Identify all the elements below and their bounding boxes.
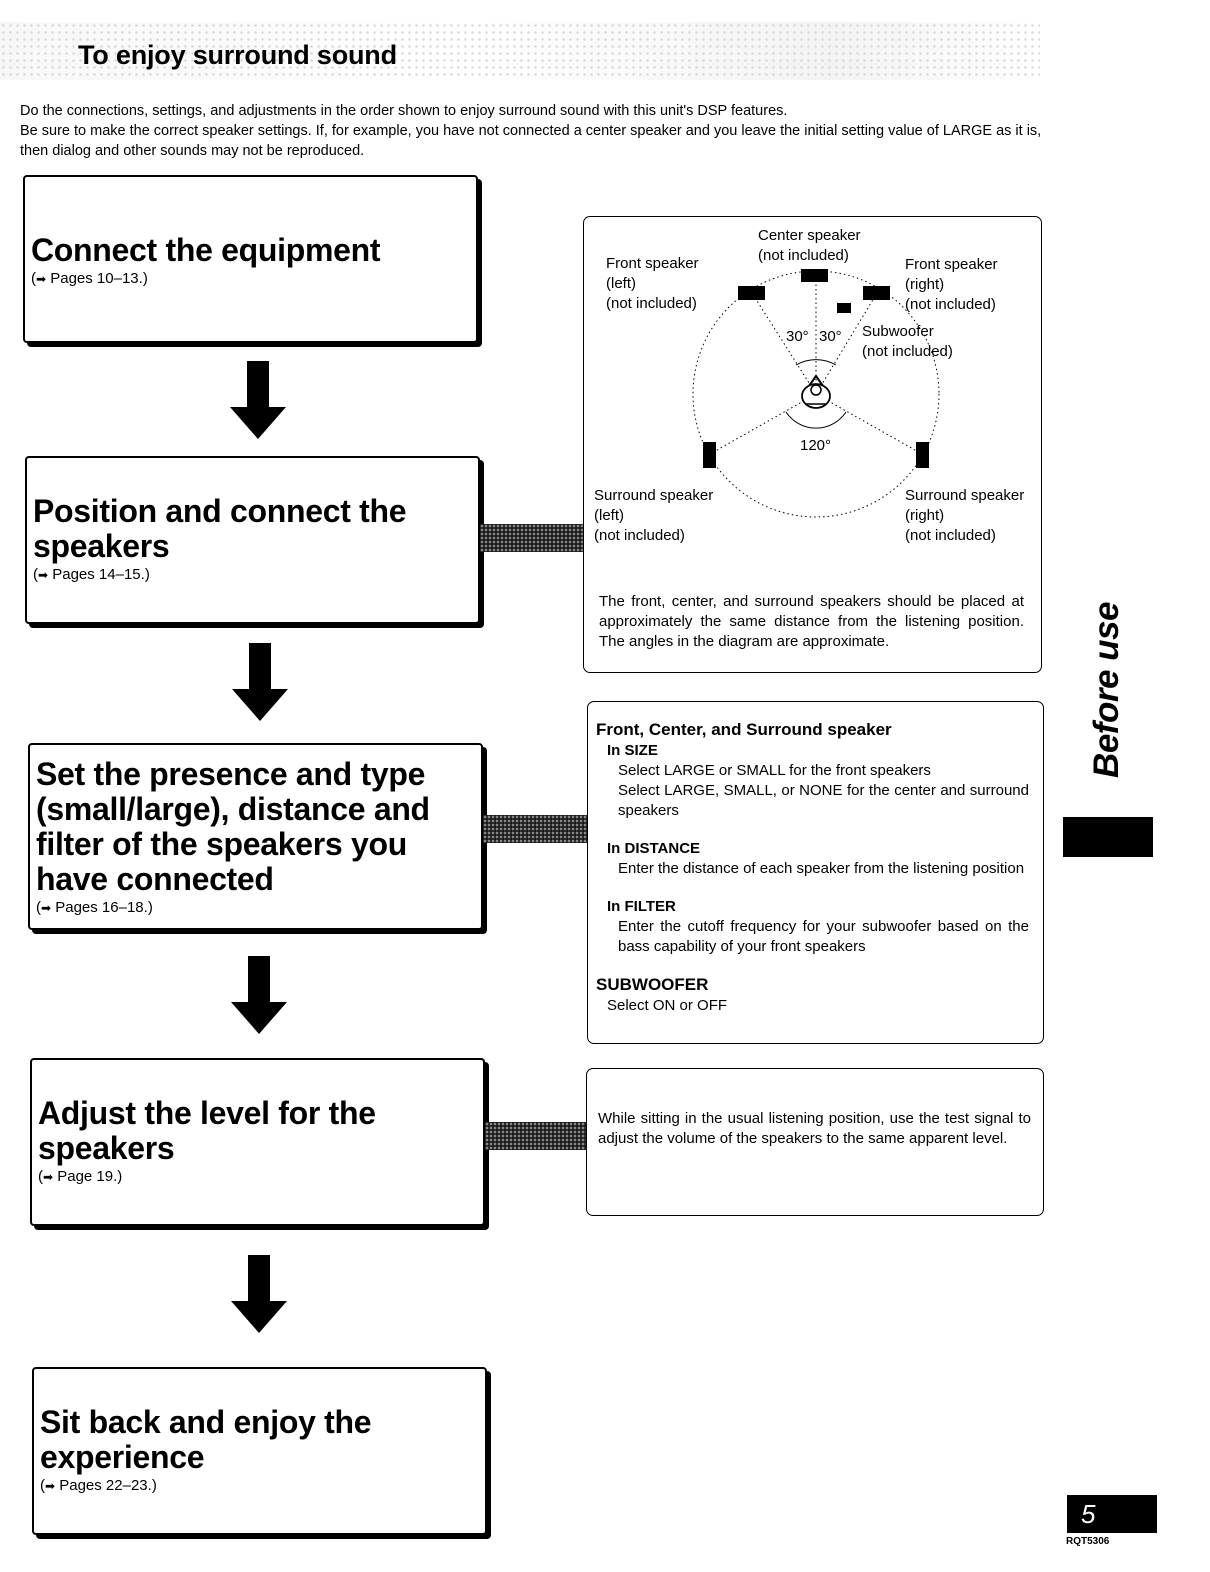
step-title: Connect the equipment bbox=[31, 232, 381, 268]
surround-left-label: (left) bbox=[594, 507, 624, 524]
step-set-speakers: Set the presence and type (small/large),… bbox=[28, 743, 483, 930]
page-reference: (➡ Pages 16–18.) bbox=[36, 899, 153, 916]
speaker-layout-box: Center speaker (not included) Front spea… bbox=[583, 216, 1042, 673]
center-speaker-label: Center speaker bbox=[758, 227, 861, 244]
step-title: Set the presence and type (small/large),… bbox=[36, 756, 430, 897]
title-background bbox=[0, 22, 1040, 80]
connector-bar bbox=[483, 815, 587, 843]
page-reference: (➡ Pages 22–23.) bbox=[40, 1477, 157, 1494]
connector-bar bbox=[485, 1122, 586, 1150]
surround-left-label: Surround speaker bbox=[594, 487, 713, 504]
step-position-speakers: Position and connect the speakers (➡ Pag… bbox=[25, 456, 480, 624]
front-right-label: (right) bbox=[905, 276, 944, 293]
front-angle-arc bbox=[795, 359, 837, 366]
surround-right-speaker-icon bbox=[916, 442, 929, 468]
rear-angle-arc bbox=[785, 411, 847, 429]
side-tab-label: Before use bbox=[1087, 600, 1126, 780]
page-reference: (➡ Pages 14–15.) bbox=[33, 566, 150, 583]
arrow-down-icon bbox=[232, 643, 288, 721]
subwoofer-text: Select ON or OFF bbox=[607, 997, 728, 1014]
step-enjoy: Sit back and enjoy the experience (➡ Pag… bbox=[32, 1367, 487, 1535]
page-reference: (➡ Pages 10–13.) bbox=[31, 270, 148, 287]
page-reference-text: Page 19. bbox=[57, 1168, 118, 1185]
page-reference-text: Pages 14–15. bbox=[52, 566, 145, 583]
filter-heading: In FILTER bbox=[607, 898, 676, 915]
front-right-label: (not included) bbox=[905, 296, 996, 313]
size-line: Select LARGE or SMALL for the front spea… bbox=[618, 762, 931, 779]
step-connect-equipment: Connect the equipment (➡ Pages 10–13.) bbox=[23, 175, 478, 343]
center-speaker-label: (not included) bbox=[758, 247, 849, 264]
front-left-label: (left) bbox=[606, 275, 636, 292]
filter-text: Enter the cutoff frequency for your subw… bbox=[618, 918, 1029, 955]
distance-heading: In DISTANCE bbox=[607, 840, 701, 857]
page-reference-text: Pages 16–18. bbox=[55, 899, 148, 916]
connector-bar bbox=[480, 524, 584, 552]
intro-text: Do the connections, settings, and adjust… bbox=[20, 101, 1050, 161]
arrow-right-icon: ➡ bbox=[43, 1170, 54, 1184]
size-line: Select LARGE, SMALL, or NONE for the cen… bbox=[618, 782, 1029, 819]
surround-left-label: (not included) bbox=[594, 527, 685, 544]
angle-rear-label: 120° bbox=[800, 437, 831, 454]
subwoofer-icon bbox=[837, 303, 851, 313]
subwoofer-label: Subwoofer bbox=[862, 323, 934, 340]
intro-line: Be sure to make the correct speaker sett… bbox=[20, 123, 1042, 159]
center-speaker-icon bbox=[801, 269, 828, 282]
intro-line: Do the connections, settings, and adjust… bbox=[20, 103, 788, 119]
arrow-down-icon bbox=[230, 361, 286, 439]
arrow-down-icon bbox=[231, 956, 287, 1034]
step-title: Position and connect the speakers bbox=[33, 493, 407, 564]
arrow-down-icon bbox=[231, 1255, 287, 1333]
page-reference: (➡ Page 19.) bbox=[38, 1168, 123, 1185]
subwoofer-label: (not included) bbox=[862, 343, 953, 360]
angle-left-label: 30° bbox=[786, 328, 809, 345]
arrow-right-icon: ➡ bbox=[41, 901, 52, 915]
front-left-speaker-icon bbox=[738, 286, 765, 300]
speaker-layout-diagram: Center speaker (not included) Front spea… bbox=[594, 227, 1024, 544]
step-title: Adjust the level for the speakers bbox=[38, 1095, 376, 1166]
model-code: RQT5306 bbox=[1066, 1536, 1110, 1547]
size-heading: In SIZE bbox=[607, 742, 658, 759]
side-tab-text: Before use bbox=[1087, 602, 1126, 778]
arrow-right-icon: ➡ bbox=[36, 272, 47, 286]
surround-right-label: (not included) bbox=[905, 527, 996, 544]
step-title: Sit back and enjoy the experience bbox=[40, 1404, 372, 1475]
front-left-label: (not included) bbox=[606, 295, 697, 312]
settings-heading: Front, Center, and Surround speaker bbox=[596, 720, 892, 739]
level-text: While sitting in the usual listening pos… bbox=[598, 1110, 1031, 1147]
listener-icon bbox=[801, 374, 831, 409]
surround-right-label: (right) bbox=[905, 507, 944, 524]
surround-right-label: Surround speaker bbox=[905, 487, 1024, 504]
front-left-label: Front speaker bbox=[606, 255, 699, 272]
step-adjust-level: Adjust the level for the speakers (➡ Pag… bbox=[30, 1058, 485, 1226]
page-title: To enjoy surround sound bbox=[78, 40, 397, 70]
level-adjust-box: While sitting in the usual listening pos… bbox=[586, 1068, 1044, 1216]
side-tab-marker bbox=[1063, 817, 1153, 857]
listening-circle bbox=[692, 270, 940, 518]
arrow-right-icon: ➡ bbox=[45, 1479, 56, 1493]
front-right-label: Front speaker bbox=[905, 256, 998, 273]
front-right-speaker-icon bbox=[863, 286, 890, 300]
front-right-guide-line bbox=[815, 292, 878, 395]
placement-note: The front, center, and surround speakers… bbox=[599, 593, 1024, 650]
arrow-right-icon: ➡ bbox=[38, 568, 49, 582]
distance-text: Enter the distance of each speaker from … bbox=[618, 860, 1025, 877]
angle-right-label: 30° bbox=[819, 328, 842, 345]
front-left-guide-line bbox=[751, 292, 817, 395]
surround-left-speaker-icon bbox=[703, 442, 716, 468]
page-reference-text: Pages 22–23. bbox=[59, 1477, 152, 1494]
speaker-settings-box: Front, Center, and Surround speaker In S… bbox=[587, 701, 1044, 1044]
page-number: 5 bbox=[1067, 1495, 1157, 1533]
page-reference-text: Pages 10–13. bbox=[50, 270, 143, 287]
subwoofer-heading: SUBWOOFER bbox=[596, 975, 709, 994]
